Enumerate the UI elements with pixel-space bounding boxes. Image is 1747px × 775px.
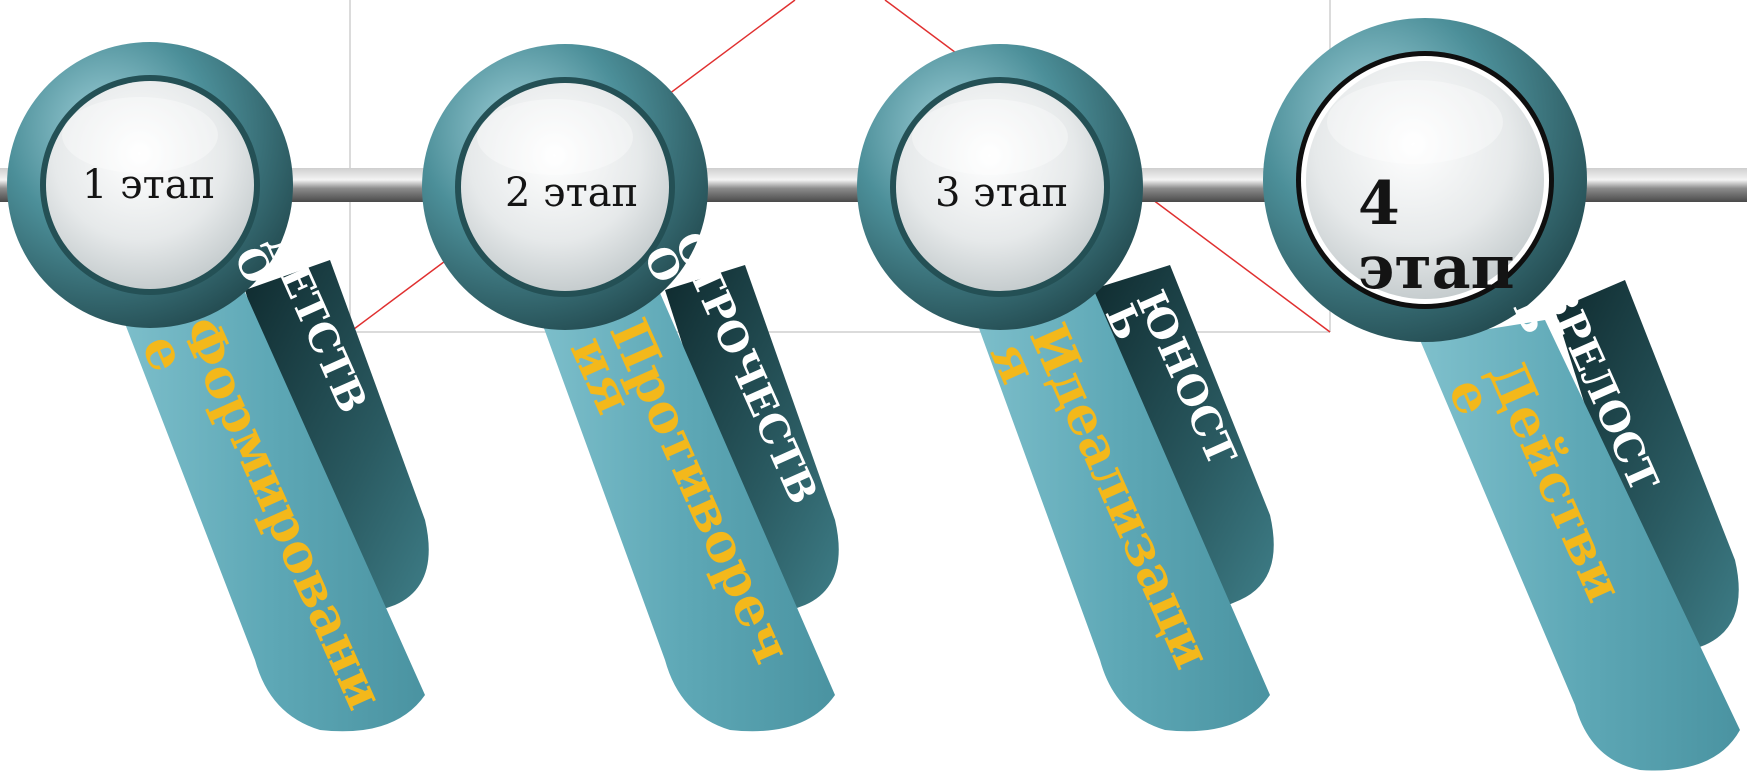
stage-3-label: 3 этап [935,170,1069,216]
stage-2-label: 2 этап [505,170,639,216]
stage-4-ribbon [1263,18,1740,771]
stage-1-label: 1 этап [82,162,216,208]
stage-2-ribbon [422,44,839,732]
stage-4-label: 4 этап [1358,169,1515,304]
stage-3-ribbon [857,44,1274,732]
stage-1-ribbon [7,42,429,732]
